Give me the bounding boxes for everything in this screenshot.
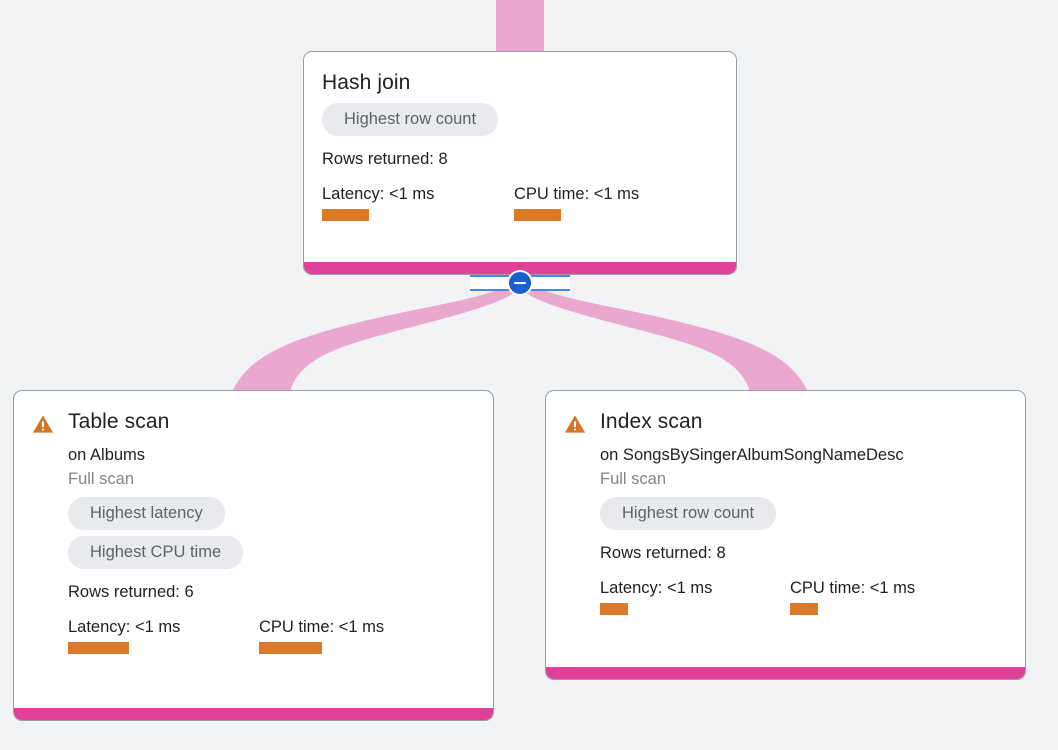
metric-cpu-time-label: CPU time: <1 ms [259, 618, 385, 636]
metric-cpu-time-bar [259, 642, 322, 654]
node-index-scan[interactable]: Index scan on SongsBySingerAlbumSongName… [545, 390, 1026, 680]
metric-latency-bar [68, 642, 129, 654]
metric-latency-bar [322, 209, 369, 221]
metric-cpu-time-bar [514, 209, 561, 221]
node-title: Hash join [322, 71, 411, 94]
node-index-scan-details: on SongsBySingerAlbumSongNameDesc Full s… [564, 444, 1007, 615]
node-hash-join-metrics: Latency: <1 ms CPU time: <1 ms [322, 184, 718, 221]
chip-highest-latency[interactable]: Highest latency [68, 497, 225, 530]
edge-hashjoin-to-index-scan [521, 283, 808, 392]
node-index-scan-body: Index scan on SongsBySingerAlbumSongName… [546, 391, 1025, 667]
collapse-toggle-wrapper [470, 270, 570, 296]
metric-cpu-time: CPU time: <1 ms [790, 578, 915, 615]
minus-icon [514, 281, 526, 285]
metric-latency-label: Latency: <1 ms [322, 185, 435, 203]
node-subtitle: on Albums [68, 446, 146, 464]
node-table-scan-header: Table scan [32, 409, 475, 435]
metric-latency-label: Latency: <1 ms [600, 579, 713, 597]
node-table-scan-metrics: Latency: <1 ms CPU time: <1 ms [68, 617, 475, 654]
rows-returned-label: Rows returned: 6 [68, 583, 194, 601]
rows-returned-label: Rows returned: 8 [600, 544, 726, 562]
metric-latency: Latency: <1 ms [322, 184, 514, 221]
metric-cpu-time-label: CPU time: <1 ms [790, 579, 916, 597]
node-hash-join-header: Hash join [322, 70, 718, 96]
edge-hashjoin-to-table-scan [232, 283, 519, 392]
node-index-scan-metrics: Latency: <1 ms CPU time: <1 ms [600, 578, 1007, 615]
metric-cpu-time: CPU time: <1 ms [514, 184, 639, 221]
warning-icon [564, 415, 586, 433]
node-scan-type: Full scan [600, 470, 667, 488]
node-table-scan[interactable]: Table scan on Albums Full scan Highest l… [13, 390, 494, 721]
metric-latency-label: Latency: <1 ms [68, 618, 181, 636]
edge-parent-stub [496, 0, 544, 52]
node-title: Index scan [600, 410, 703, 433]
node-title: Table scan [68, 410, 170, 433]
node-hash-join-accent-bar [304, 262, 736, 274]
chip-highest-row-count[interactable]: Highest row count [322, 103, 499, 136]
node-table-scan-accent-bar [14, 708, 493, 720]
node-hash-join[interactable]: Hash join Highest row count Rows returne… [303, 51, 737, 275]
rows-returned-label: Rows returned: 8 [322, 150, 448, 168]
node-hash-join-body: Hash join Highest row count Rows returne… [304, 52, 736, 262]
chip-highest-row-count[interactable]: Highest row count [600, 497, 777, 530]
collapse-children-toggle[interactable] [507, 270, 533, 296]
metric-cpu-time-label: CPU time: <1 ms [514, 185, 640, 203]
node-subtitle: on SongsBySingerAlbumSongNameDesc [600, 446, 904, 464]
metric-latency: Latency: <1 ms [68, 617, 259, 654]
chip-highest-cpu-time[interactable]: Highest CPU time [68, 536, 244, 569]
node-index-scan-accent-bar [546, 667, 1025, 679]
metric-latency-bar [600, 603, 628, 615]
node-index-scan-header: Index scan [564, 409, 1007, 435]
node-table-scan-chips: Highest latency Highest CPU time [68, 497, 475, 575]
metric-cpu-time-bar [790, 603, 818, 615]
node-scan-type: Full scan [68, 470, 135, 488]
node-hash-join-chips: Highest row count [322, 103, 718, 142]
node-table-scan-details: on Albums Full scan Highest latency High… [32, 444, 475, 654]
warning-icon [32, 415, 54, 433]
metric-latency: Latency: <1 ms [600, 578, 790, 615]
node-table-scan-body: Table scan on Albums Full scan Highest l… [14, 391, 493, 708]
metric-cpu-time: CPU time: <1 ms [259, 617, 384, 654]
node-index-scan-chips: Highest row count [600, 497, 1007, 536]
